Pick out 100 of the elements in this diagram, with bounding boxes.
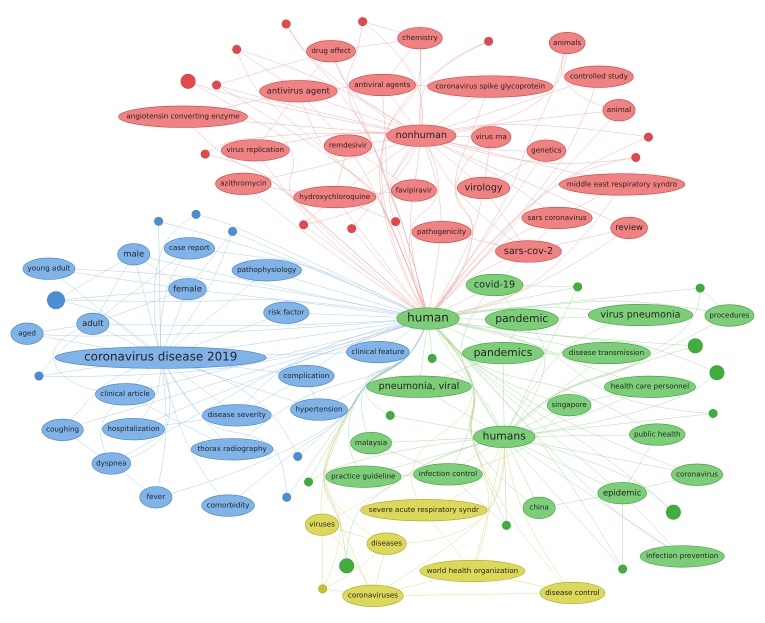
connector bbox=[575, 194, 602, 208]
node-circle bbox=[618, 564, 628, 573]
connector bbox=[504, 446, 507, 521]
connector bbox=[448, 142, 528, 151]
connector bbox=[509, 290, 576, 426]
connector bbox=[456, 300, 708, 314]
connector bbox=[438, 328, 563, 582]
connector bbox=[380, 42, 485, 308]
connector bbox=[312, 438, 475, 480]
connector bbox=[454, 53, 567, 132]
node-circle bbox=[192, 209, 201, 218]
connector bbox=[308, 312, 398, 317]
connector bbox=[262, 160, 416, 308]
connector bbox=[502, 294, 514, 309]
connector bbox=[388, 446, 504, 586]
connector bbox=[436, 328, 678, 468]
node-ellipse: virology bbox=[457, 176, 510, 199]
connector bbox=[514, 323, 714, 426]
connector bbox=[382, 95, 426, 308]
connector bbox=[433, 145, 472, 178]
connector bbox=[522, 444, 606, 485]
connector bbox=[390, 94, 414, 125]
node-ellipse: adult bbox=[76, 312, 110, 334]
connector bbox=[490, 198, 522, 241]
connector bbox=[158, 224, 161, 346]
connector bbox=[145, 261, 175, 281]
connector bbox=[543, 352, 563, 353]
connector bbox=[390, 442, 480, 469]
connector bbox=[220, 86, 394, 130]
connector bbox=[370, 139, 390, 142]
connector bbox=[162, 418, 206, 426]
connector bbox=[437, 86, 596, 308]
connector bbox=[508, 578, 546, 587]
node-circle bbox=[573, 282, 582, 291]
connector bbox=[206, 290, 399, 314]
connector bbox=[462, 446, 490, 464]
connector bbox=[192, 367, 298, 402]
connector bbox=[394, 416, 478, 432]
connector bbox=[406, 447, 505, 543]
connector bbox=[513, 329, 546, 426]
connector bbox=[241, 120, 388, 133]
connector bbox=[460, 294, 498, 426]
connector bbox=[450, 124, 644, 136]
connector bbox=[337, 156, 346, 186]
connector bbox=[396, 225, 425, 308]
node-circle bbox=[502, 520, 511, 530]
connector bbox=[196, 367, 296, 452]
connector bbox=[310, 386, 316, 398]
connector bbox=[441, 144, 615, 222]
connector bbox=[336, 61, 426, 308]
node-ellipse: pandemic bbox=[484, 308, 559, 330]
connector bbox=[398, 578, 440, 590]
connector bbox=[437, 118, 611, 308]
connector bbox=[308, 146, 417, 224]
connector bbox=[454, 235, 618, 312]
connector bbox=[106, 330, 140, 347]
connector bbox=[43, 325, 406, 376]
connector bbox=[43, 366, 102, 376]
connector bbox=[391, 438, 474, 442]
connector bbox=[42, 325, 78, 331]
connector bbox=[456, 322, 711, 370]
connector bbox=[64, 298, 400, 314]
connector bbox=[103, 257, 178, 316]
connector bbox=[518, 446, 668, 546]
connector bbox=[416, 84, 428, 86]
connector bbox=[166, 368, 287, 493]
connector bbox=[167, 368, 222, 438]
connector bbox=[262, 101, 291, 140]
connector bbox=[457, 288, 696, 315]
connector bbox=[434, 328, 498, 426]
node-ellipse: female bbox=[168, 278, 207, 300]
connector bbox=[64, 260, 122, 296]
connector bbox=[436, 360, 500, 426]
connector bbox=[415, 146, 420, 180]
connector bbox=[561, 52, 604, 106]
connector bbox=[438, 328, 621, 565]
connector bbox=[360, 154, 401, 182]
connector bbox=[322, 534, 323, 584]
connector bbox=[194, 234, 230, 279]
connector bbox=[220, 56, 311, 84]
connector bbox=[460, 484, 504, 522]
connector bbox=[366, 22, 401, 32]
connector bbox=[74, 268, 402, 313]
connector bbox=[70, 367, 135, 420]
connector bbox=[389, 145, 412, 218]
connector bbox=[128, 368, 170, 458]
connector bbox=[342, 206, 420, 308]
connector bbox=[452, 111, 604, 130]
connector bbox=[354, 40, 399, 48]
connector bbox=[514, 347, 688, 426]
connector bbox=[533, 413, 710, 434]
connector bbox=[190, 318, 268, 347]
connector bbox=[529, 396, 630, 430]
connector bbox=[41, 331, 82, 372]
node-circle bbox=[358, 16, 368, 26]
connector bbox=[436, 328, 668, 508]
node-circle bbox=[339, 558, 354, 573]
node-ellipse: nonhuman bbox=[386, 124, 456, 146]
node-circle bbox=[428, 353, 437, 362]
connector bbox=[455, 323, 572, 346]
